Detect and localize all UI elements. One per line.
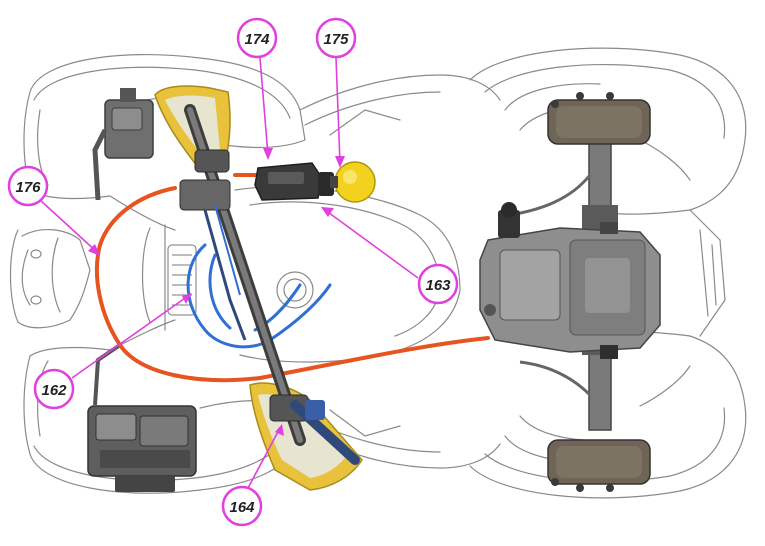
callout-arrowheads [88,148,345,436]
callout-174: 174 [236,17,278,59]
brake-line-to-rear [258,336,490,380]
callout-leaders [39,57,419,489]
brake-lines [94,173,490,383]
steering-assembly [154,85,363,491]
callout-162-label: 162 [41,382,67,399]
callout-175: 175 [315,17,357,59]
leader-163 [324,209,419,279]
callout-162: 162 [33,368,75,410]
leader-162 [71,295,189,379]
callout-174-label: 174 [244,31,270,48]
brake-line-front-loop [94,186,262,383]
front-right-brake-assembly [87,343,197,492]
callout-163-label: 163 [425,277,451,294]
callout-164: 164 [221,485,263,527]
brake-master-cylinder [254,162,334,201]
callout-176: 176 [7,165,49,207]
leader-174 [259,57,269,156]
brake-fluid-reservoir [330,161,376,203]
callout-175-label: 175 [323,31,349,48]
leader-176 [39,199,99,254]
callout-163: 163 [417,263,459,305]
front-left-brake-assembly [92,88,154,201]
leader-164 [247,427,281,489]
rear-gearbox [479,202,661,359]
callout-176-label: 176 [15,179,41,196]
leader-175 [335,57,341,164]
callout-164-label: 164 [229,499,255,516]
